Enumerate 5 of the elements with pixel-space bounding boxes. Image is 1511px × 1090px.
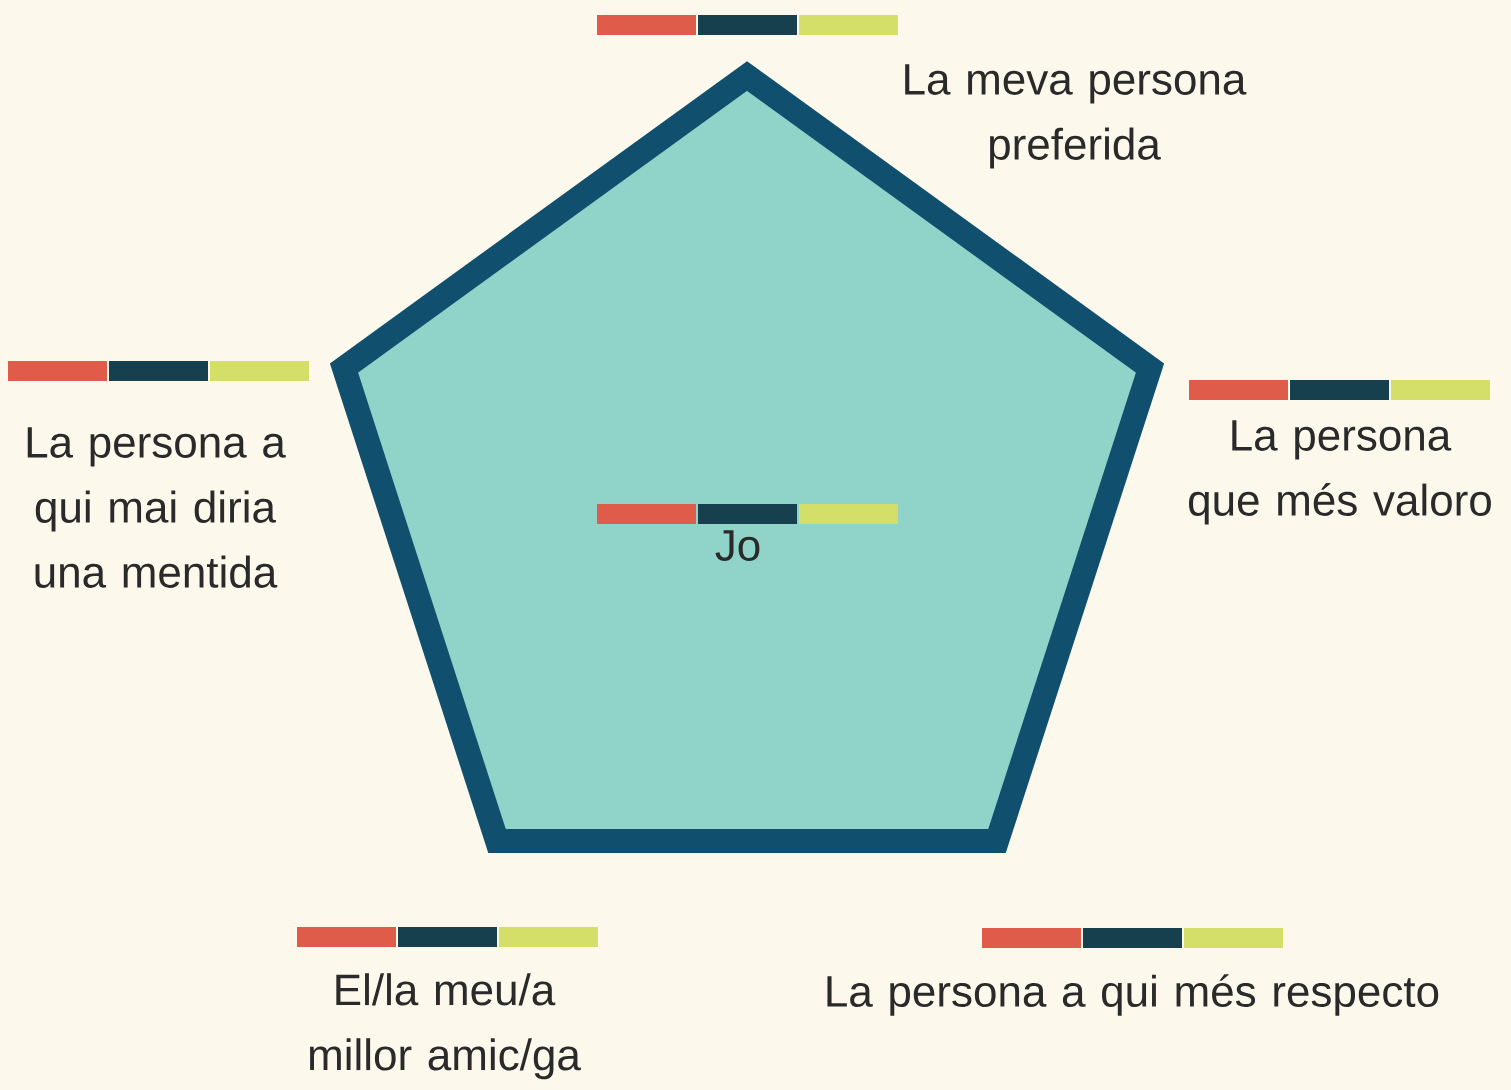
label-text: La persona a qui més respecto <box>827 974 1439 1016</box>
center-text: Jo <box>715 530 760 561</box>
label-text: La persona a qui mai diria una mentida <box>27 427 286 588</box>
label-text: La meva persona preferida <box>905 64 1247 169</box>
label-text: El/la meu/a millor amic/ga <box>310 973 581 1080</box>
